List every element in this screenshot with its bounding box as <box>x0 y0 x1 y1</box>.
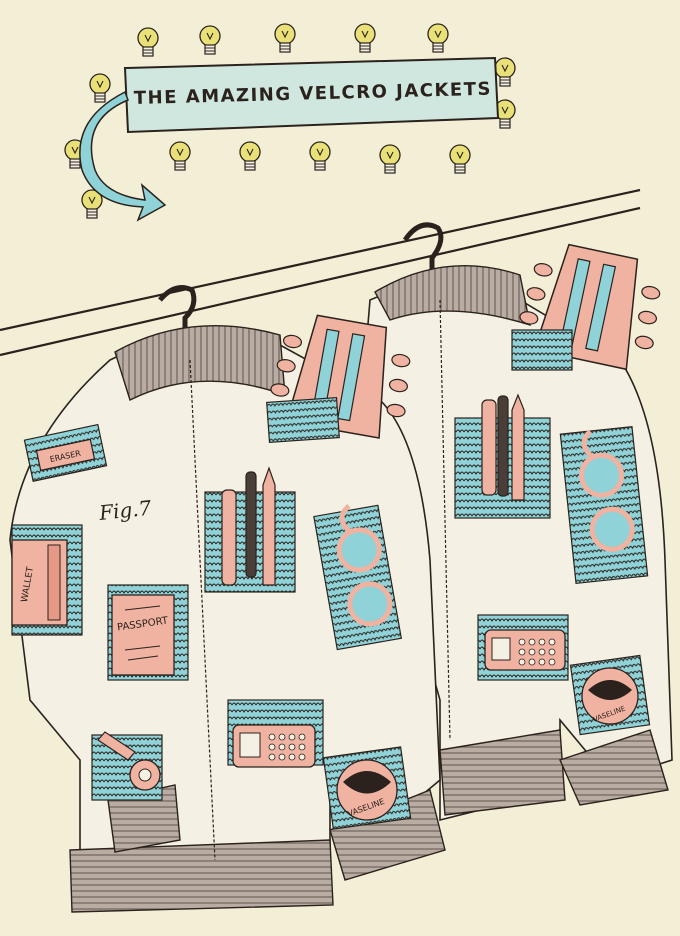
glasses-icon <box>336 503 393 627</box>
pen-icon <box>221 466 276 586</box>
wallet-icon: WALLET <box>11 539 68 626</box>
passport-icon: PASSPORT <box>111 594 175 676</box>
key-icon <box>97 731 161 791</box>
hanger-icon <box>158 285 197 345</box>
glasses-icon <box>579 429 635 552</box>
vaseline-tin-icon: VASELINE <box>581 667 639 725</box>
hanger-icon <box>402 222 444 290</box>
phone-icon <box>232 724 316 768</box>
eraser-icon: ERASER <box>35 438 96 472</box>
figure-caption: Fig.7 <box>97 496 153 525</box>
clothes-rail <box>0 188 641 357</box>
title-banner: THE AMAZING VELCRO JACKETS <box>64 23 516 222</box>
pen-icon <box>481 393 525 501</box>
phone-icon <box>484 629 566 671</box>
vaseline-tin-icon: VASELINE <box>336 759 398 821</box>
jacket-left: ERASER Fig.7 WALLET PASSPORT <box>9 285 446 913</box>
jacket-right: VASELINE <box>359 222 673 822</box>
arrow-icon <box>79 90 167 222</box>
